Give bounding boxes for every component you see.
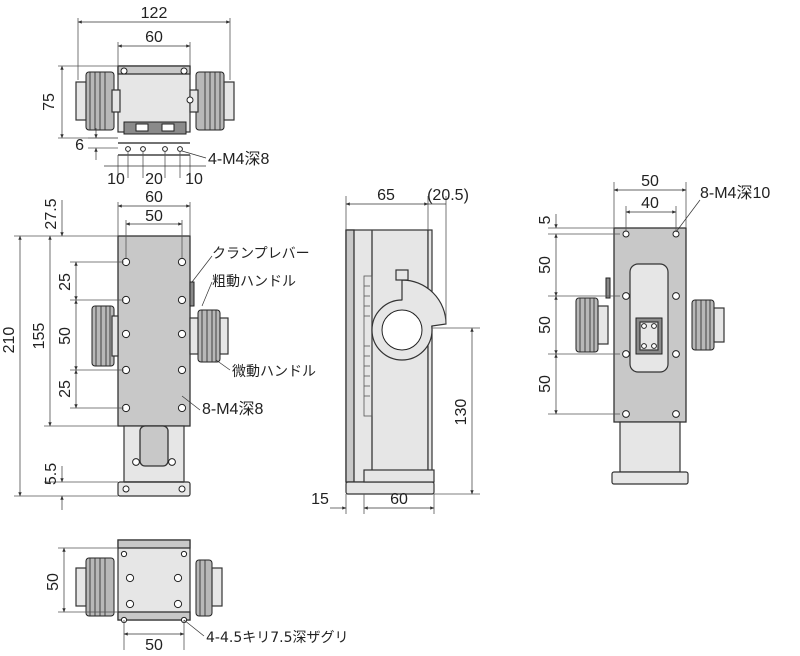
bottom-view: 50 50 4-4.5キリ7.5深ザグリ bbox=[45, 539, 349, 654]
front-view: 60 50 210 155 27.5 25 50 25 5.5 クランプレバー … bbox=[1, 189, 316, 510]
dim-10-right: 10 bbox=[185, 171, 203, 188]
dim-25-top: 25 bbox=[57, 273, 74, 291]
dim-25-bottom: 25 bbox=[57, 380, 74, 398]
top-view-callout: 4-M4深8 bbox=[208, 150, 269, 168]
side-view: 65 (20.5) 130 15 60 bbox=[311, 187, 480, 514]
dim-20: 20 bbox=[145, 171, 163, 188]
top-view-body bbox=[117, 65, 191, 133]
front-view-clamp-lever bbox=[189, 281, 195, 307]
dim-15: 15 bbox=[311, 491, 329, 508]
right-view-callout: 8-M4深10 bbox=[700, 184, 770, 202]
front-view-coarse-knob bbox=[91, 305, 115, 367]
dim-50-right: 50 bbox=[641, 173, 659, 190]
dim-5-5: 5.5 bbox=[43, 463, 60, 485]
right-view-base bbox=[611, 471, 689, 485]
dim-20-5: (20.5) bbox=[427, 187, 469, 204]
dim-5: 5 bbox=[537, 215, 554, 224]
dim-6: 6 bbox=[75, 137, 84, 154]
right-view-left-knob bbox=[575, 297, 599, 353]
label-front-holes: 8-M4深8 bbox=[202, 400, 263, 418]
front-view-fine-knob bbox=[197, 309, 221, 363]
label-coarse-handle: 粗動ハンドル bbox=[212, 274, 296, 290]
dim-50-pitch: 50 bbox=[57, 327, 74, 345]
dim-60-front: 60 bbox=[145, 189, 163, 206]
dim-10-left: 10 bbox=[107, 171, 125, 188]
dim-50-front: 50 bbox=[145, 208, 163, 225]
top-view: 122 60 75 6 10 20 10 4-M4深8 bbox=[41, 5, 269, 188]
label-clamp-lever: クランプレバー bbox=[212, 246, 310, 262]
bottom-view-right-knob bbox=[195, 559, 213, 617]
right-view-right-knob bbox=[691, 299, 715, 351]
top-view-clamp-plate bbox=[123, 121, 187, 135]
dim-75: 75 bbox=[41, 93, 58, 111]
dim-50-a: 50 bbox=[537, 256, 554, 274]
dim-27-5: 27.5 bbox=[43, 198, 60, 229]
label-fine-handle: 微動ハンドル bbox=[232, 364, 316, 380]
dim-210: 210 bbox=[1, 327, 18, 354]
bottom-view-callout: 4-4.5キリ7.5深ザグリ bbox=[206, 630, 349, 646]
dim-50-bottom-v: 50 bbox=[45, 573, 62, 591]
dim-122: 122 bbox=[141, 5, 168, 22]
dim-155: 155 bbox=[31, 323, 48, 350]
dim-40: 40 bbox=[641, 195, 659, 212]
right-view: 50 40 8-M4深10 5 50 50 50 bbox=[537, 173, 770, 485]
dim-50-bottom-h: 50 bbox=[145, 637, 163, 654]
front-view-carriage bbox=[117, 235, 191, 427]
dim-60-top: 60 bbox=[145, 29, 163, 46]
dim-130: 130 bbox=[453, 399, 470, 426]
dim-65: 65 bbox=[377, 187, 395, 204]
dim-50-c: 50 bbox=[537, 375, 554, 393]
dim-50-b: 50 bbox=[537, 316, 554, 334]
dim-60-side: 60 bbox=[390, 491, 408, 508]
